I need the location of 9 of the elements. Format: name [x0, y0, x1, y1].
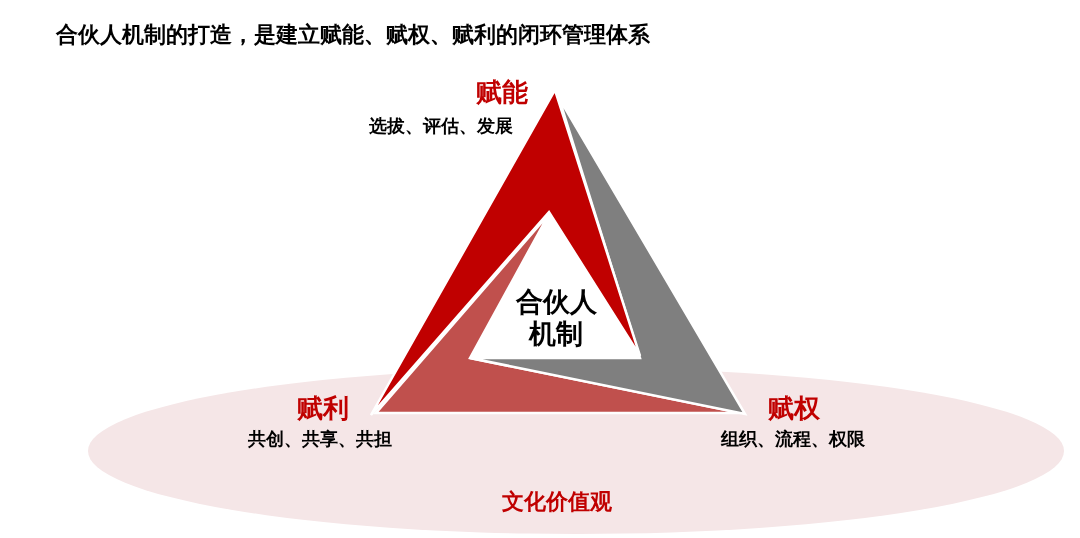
vertex-description: 共创、共享、共担 — [248, 429, 392, 450]
center-label: 合伙人机制 — [514, 286, 598, 351]
title: 合伙人机制的打造，是建立赋能、赋权、赋利的闭环管理体系 — [56, 22, 650, 48]
vertex-heading: 赋权 — [768, 394, 820, 424]
vertex-heading: 赋利 — [297, 394, 349, 424]
vertex-description: 选拔、评估、发展 — [369, 116, 513, 137]
vertex-description: 组织、流程、权限 — [721, 429, 865, 450]
ellipse-label: 文化价值观 — [501, 489, 613, 515]
vertex-heading: 赋能 — [476, 78, 528, 108]
